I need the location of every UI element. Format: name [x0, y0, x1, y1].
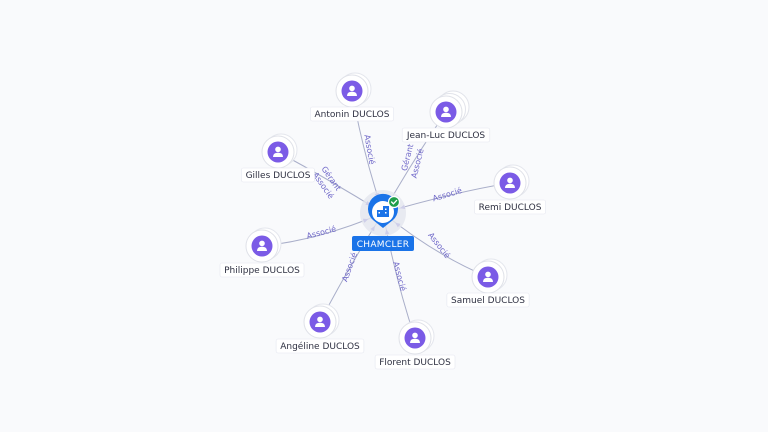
person-node-samuel[interactable]: Samuel DUCLOS [446, 258, 530, 308]
company-node[interactable]: CHAMCLER [352, 190, 414, 251]
person-node-gilles[interactable]: Gilles DUCLOS [241, 133, 315, 183]
relation-label-angeline-0: Associé [339, 251, 359, 283]
person-name-bg-samuel [446, 292, 530, 308]
person-icon [410, 332, 420, 343]
person-icon [505, 177, 515, 188]
person-name-florent[interactable]: Florent DUCLOS [379, 358, 451, 368]
person-name-bg-remi [474, 199, 546, 215]
person-icon [315, 316, 325, 327]
person-icon [441, 106, 451, 117]
relation-label-philippe-0: Associé [305, 223, 337, 241]
person-name-antonin[interactable]: Antonin DUCLOS [315, 110, 390, 120]
verified-badge [387, 195, 401, 209]
person-icon [257, 240, 267, 251]
person-node-antonin[interactable]: Antonin DUCLOS [310, 72, 394, 122]
person-name-jeanluc[interactable]: Jean-Luc DUCLOS [406, 131, 486, 141]
company-label-bg [352, 236, 414, 251]
person-icon [273, 146, 283, 157]
person-name-angeline[interactable]: Angéline DUCLOS [280, 341, 360, 352]
person-name-remi[interactable]: Remi DUCLOS [479, 203, 542, 213]
person-icon [347, 85, 357, 96]
person-name-philippe[interactable]: Philippe DUCLOS [224, 266, 300, 276]
person-name-bg-jeanluc [401, 127, 491, 143]
person-name-bg-antonin [310, 106, 394, 122]
person-node-jeanluc[interactable]: Jean-Luc DUCLOS [401, 90, 491, 143]
person-nodes: Antonin DUCLOS Jean-Luc DUCLOS Gilles DUCL… [219, 72, 546, 370]
relation-label-florent-0: Associé [391, 260, 409, 292]
person-name-bg-philippe [219, 262, 305, 278]
person-icon [483, 271, 493, 282]
person-node-remi[interactable]: Remi DUCLOS [474, 164, 546, 215]
building-icon [377, 206, 389, 217]
person-name-gilles[interactable]: Gilles DUCLOS [246, 171, 311, 181]
check-icon [390, 199, 398, 205]
relation-label-samuel-0: Associé [426, 230, 453, 260]
person-name-bg-gilles [241, 167, 315, 183]
company-name[interactable]: CHAMCLER [357, 240, 410, 250]
person-name-samuel[interactable]: Samuel DUCLOS [451, 296, 525, 306]
person-name-bg-angeline [275, 338, 365, 354]
relation-label-remi-0: Associé [431, 185, 463, 203]
person-name-bg-florent [374, 354, 456, 370]
person-node-florent[interactable]: Florent DUCLOS [374, 319, 456, 370]
person-node-angeline[interactable]: Angéline DUCLOS [275, 303, 365, 354]
person-node-philippe[interactable]: Philippe DUCLOS [219, 227, 305, 278]
